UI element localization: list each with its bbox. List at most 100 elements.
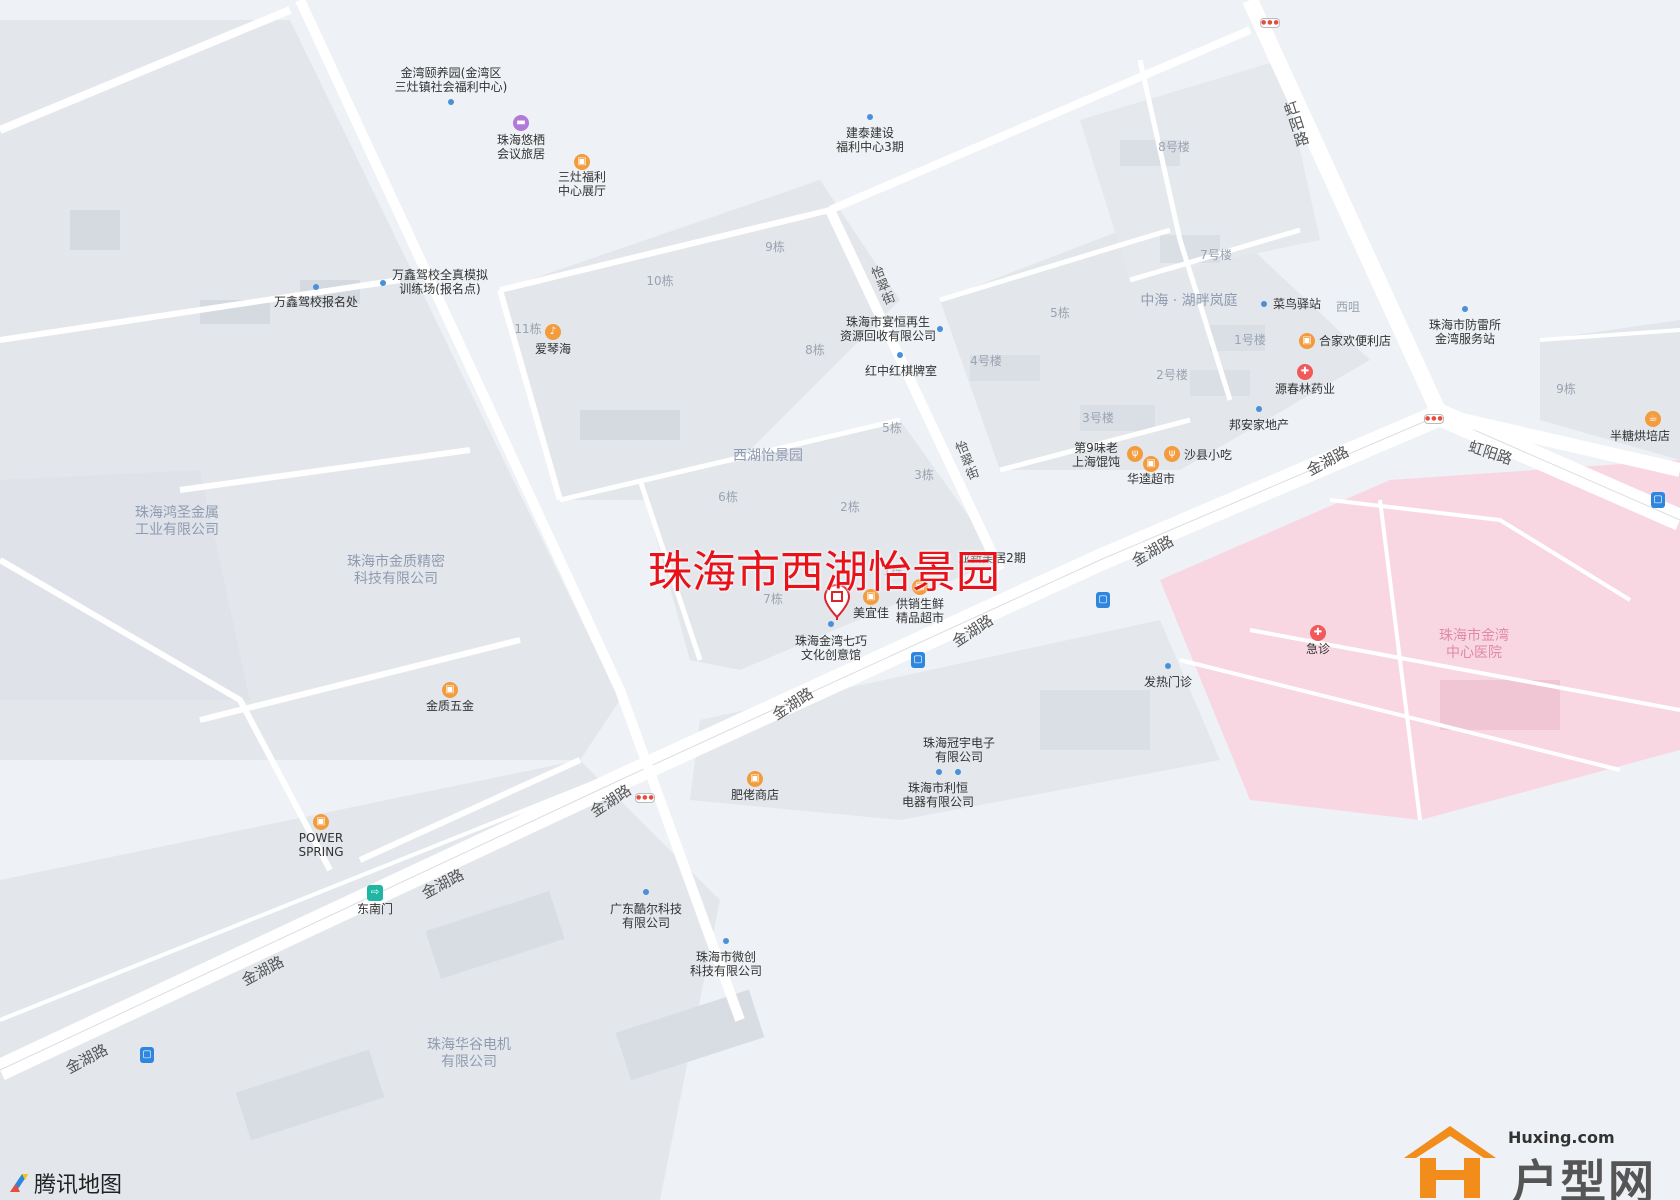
watermark-name: 户型网 <box>1512 1155 1656 1200</box>
poi-label-fare[interactable]: 发热门诊 <box>1143 675 1193 689</box>
poi-dot[interactable] <box>936 769 942 775</box>
building-label: 5栋 <box>1050 306 1070 320</box>
restaurant-icon[interactable]: ψ <box>1164 446 1180 462</box>
poi-label-huiheng[interactable]: 珠海市宴恒再生资源回收有限公司 <box>839 315 937 343</box>
poi-label-yaguo[interactable]: 亚新美居2期 <box>958 551 1026 565</box>
area-label-xihu-yijing: 西湖怡景园 <box>733 448 803 464</box>
poi-label-bantang[interactable]: 半糖烘培店 <box>1609 429 1671 443</box>
poi-dot[interactable] <box>1165 663 1171 669</box>
hotel-icon[interactable]: ▬ <box>513 115 529 131</box>
poi-label-sanzao[interactable]: 三灶福利中心展厅 <box>557 170 607 198</box>
poi-label-ninewei[interactable]: 第9味老上海馄饨 <box>1071 441 1121 469</box>
poi-dot[interactable] <box>937 326 943 332</box>
building-label: 11栋 <box>514 322 542 336</box>
poi-dot[interactable] <box>723 938 729 944</box>
poi-label-bangan[interactable]: 邦安家地产 <box>1228 418 1290 432</box>
poi-dot[interactable] <box>380 280 386 286</box>
poi-dot[interactable] <box>955 769 961 775</box>
poi-label-dongnanmen[interactable]: 东南门 <box>356 902 394 916</box>
shop-icon[interactable]: ▣ <box>1143 456 1159 472</box>
tencent-map-logo-icon <box>10 1174 28 1192</box>
poi-label-gongxiao[interactable]: 供销生鲜精品超市 <box>895 597 945 625</box>
poi-label-feilao[interactable]: 肥佬商店 <box>730 788 780 802</box>
building-label: 3号楼 <box>1082 411 1114 425</box>
area-label-jinzhi: 珠海市金质精密科技有限公司 <box>347 554 445 587</box>
bus-stop-icon[interactable]: ▢ <box>140 1047 154 1063</box>
poi-label-guanyu[interactable]: 珠海冠宇电子有限公司 <box>922 736 996 764</box>
poi-label-meiyijia[interactable]: 美宜佳 <box>852 606 890 620</box>
traffic-light-icon: ●●● <box>635 793 655 803</box>
building-label: 5栋 <box>882 421 902 435</box>
music-icon[interactable]: ♪ <box>545 324 561 340</box>
poi-dot[interactable] <box>313 284 319 290</box>
building-label: 1号楼 <box>1234 333 1266 347</box>
poi-dot[interactable] <box>867 114 873 120</box>
shop-icon[interactable]: ▣ <box>863 589 879 605</box>
restaurant-icon[interactable]: ψ <box>1127 446 1143 462</box>
poi-label-youqi[interactable]: 珠海悠栖会议旅居 <box>496 133 546 161</box>
poi-dot[interactable] <box>448 99 454 105</box>
poi-label-shaxian[interactable]: 沙县小吃 <box>1183 448 1233 462</box>
poi-label-hongzhong[interactable]: 红中红棋牌室 <box>864 364 938 378</box>
area-label-hongsheng: 珠海鸿圣金属工业有限公司 <box>135 505 219 538</box>
building-label: 7号楼 <box>1200 248 1232 262</box>
poi-label-jinzhi-wujin[interactable]: 金质五金 <box>425 699 475 713</box>
building-label: 1栋 <box>883 564 903 578</box>
shop-icon[interactable]: ▣ <box>574 154 590 170</box>
huxing-watermark: Huxing.com 户型网 <box>1400 1120 1680 1200</box>
house-logo-icon <box>1404 1126 1496 1198</box>
bus-stop-icon[interactable]: ▢ <box>911 652 925 668</box>
poi-dot[interactable] <box>643 889 649 895</box>
pharmacy-icon[interactable]: ✚ <box>1297 364 1313 380</box>
building-label: 9栋 <box>1556 382 1576 396</box>
area-label-zhonghai: 中海 · 湖畔岚庭 <box>1140 293 1238 309</box>
poi-label-wanxin-mn[interactable]: 万鑫驾校全真模拟训练场(报名点) <box>391 268 489 296</box>
traffic-light-icon: ●●● <box>1260 18 1280 28</box>
building-label: 7栋 <box>763 592 783 606</box>
poi-label-weichuang[interactable]: 珠海市微创科技有限公司 <box>689 950 763 978</box>
poi-label-liheng[interactable]: 珠海市利恒电器有限公司 <box>901 781 975 809</box>
watermark-url: Huxing.com <box>1508 1128 1615 1147</box>
poi-label-qiqiao[interactable]: 珠海金湾七巧文化创意馆 <box>794 634 868 662</box>
bus-stop-icon[interactable]: ▢ <box>1096 592 1110 608</box>
location-pin-icon[interactable] <box>823 584 851 620</box>
building-label: 6栋 <box>718 490 738 504</box>
building-label: 8号楼 <box>1158 140 1190 154</box>
poi-label-huaxie[interactable]: 华逵超市 <box>1126 472 1176 486</box>
shop-icon[interactable]: ▣ <box>313 814 329 830</box>
poi-dot[interactable] <box>897 352 903 358</box>
area-label-huagu: 珠海华谷电机有限公司 <box>427 1037 511 1070</box>
poi-label-jinwan-yiyang[interactable]: 金湾颐养园(金湾区三灶镇社会福利中心) <box>394 66 508 94</box>
poi-dot[interactable] <box>828 621 834 627</box>
poi-label-fangbao[interactable]: 珠海市防雷所金湾服务站 <box>1428 318 1502 346</box>
poi-label-aiqinhai[interactable]: 爱琴海 <box>534 342 572 356</box>
poi-label-kuer[interactable]: 广东酷尔科技有限公司 <box>609 902 683 930</box>
poi-label-wanxin-bao[interactable]: 万鑫驾校报名处 <box>273 295 359 309</box>
poi-dot[interactable] <box>1261 301 1267 307</box>
building-label: 3栋 <box>914 468 934 482</box>
poi-label-jizhen[interactable]: 急诊 <box>1305 642 1331 656</box>
shop-icon[interactable]: ▣ <box>442 682 458 698</box>
shop-icon[interactable]: ▣ <box>912 579 928 595</box>
building-label: 10栋 <box>646 274 674 288</box>
building-label: 8栋 <box>805 343 825 357</box>
poi-label-cainiao[interactable]: 菜鸟驿站 <box>1272 297 1322 311</box>
cafe-icon[interactable]: ☕ <box>1645 411 1661 427</box>
poi-label-yuanchunlin[interactable]: 源春林药业 <box>1274 382 1336 396</box>
building-label: 2栋 <box>840 500 860 514</box>
poi-dot[interactable] <box>1462 306 1468 312</box>
bus-stop-icon[interactable]: ▢ <box>1651 492 1665 508</box>
building-label: 4号楼 <box>970 354 1002 368</box>
page-title: 珠海市西湖怡景园 <box>648 547 1000 598</box>
shop-icon[interactable]: ▣ <box>747 771 763 787</box>
brand-name: 腾讯地图 <box>34 1173 123 1198</box>
poi-dot[interactable] <box>1256 406 1262 412</box>
poi-label-hejia[interactable]: 合家欢便利店 <box>1318 334 1392 348</box>
shop-icon[interactable]: ▣ <box>1299 333 1315 349</box>
emergency-icon[interactable]: ✚ <box>1310 625 1326 641</box>
poi-label-jiantai[interactable]: 建泰建设福利中心3期 <box>836 126 904 154</box>
gate-icon[interactable]: ⇨ <box>367 885 383 901</box>
